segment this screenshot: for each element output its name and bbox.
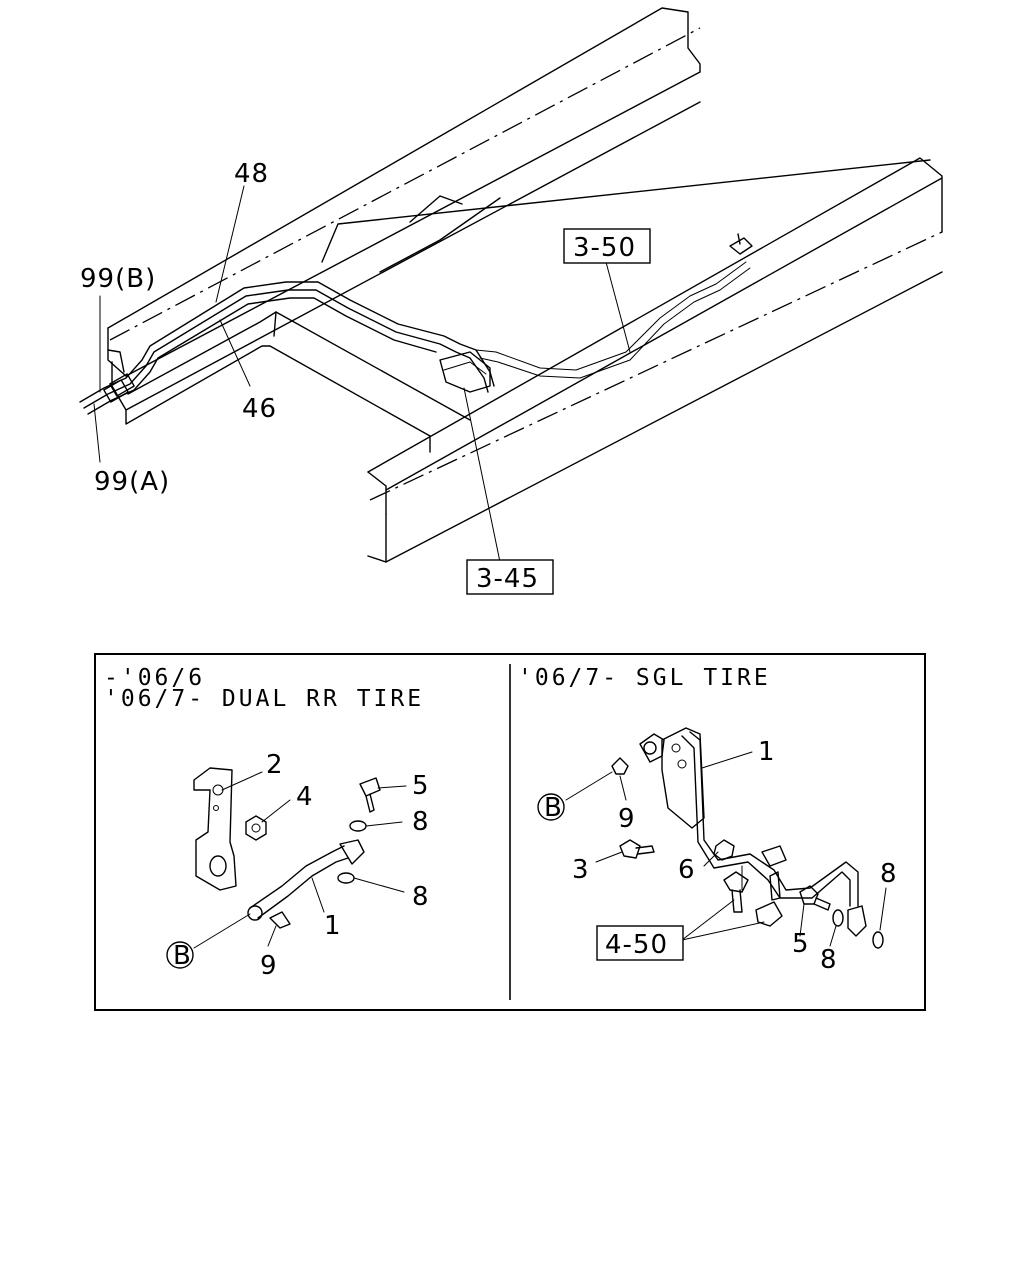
left-label-8b: 8 (412, 882, 430, 912)
part-label-99b: 99(B) (80, 264, 156, 294)
inset-panel (94, 653, 926, 1011)
left-label-5: 5 (412, 771, 430, 801)
right-label-8b: 8 (820, 945, 838, 975)
right-label-b: B (544, 793, 563, 823)
right-label-6: 6 (678, 855, 696, 885)
part-label-48: 48 (234, 159, 269, 189)
left-label-2: 2 (266, 750, 284, 780)
ref-box-4-50 (596, 925, 684, 961)
right-label-1: 1 (758, 737, 776, 767)
ref-label-3-50: 3-50 (573, 233, 636, 263)
left-label-9: 9 (260, 951, 278, 981)
part-label-99a: 99(A) (94, 467, 170, 497)
left-leaders (193, 771, 407, 949)
right-leaders (565, 751, 887, 947)
part-label-46: 46 (242, 394, 277, 424)
right-label-9: 9 (618, 804, 636, 834)
leader-lines-top (93, 185, 631, 563)
inset-caption-left-1: -'06/6 (104, 665, 205, 691)
right-label-8a: 8 (880, 859, 898, 889)
ref-label-4-50: 4-50 (605, 930, 668, 960)
left-label-b: B (173, 941, 192, 971)
right-label-5: 5 (792, 929, 810, 959)
inset-caption-left-2: '06/7- DUAL RR TIRE (104, 686, 424, 712)
left-label-4: 4 (296, 782, 314, 812)
inset-caption-right: '06/7- SGL TIRE (518, 665, 771, 691)
left-label-8a: 8 (412, 807, 430, 837)
ref-box-3-50 (563, 228, 651, 264)
ref-label-3-45: 3-45 (476, 564, 539, 594)
brake-pipes (79, 233, 753, 415)
left-assembly (166, 767, 381, 969)
right-label-3: 3 (572, 855, 590, 885)
right-assembly (537, 727, 884, 949)
left-label-1: 1 (324, 911, 342, 941)
chassis-frame (107, 7, 943, 563)
ref-box-3-45 (466, 559, 554, 595)
